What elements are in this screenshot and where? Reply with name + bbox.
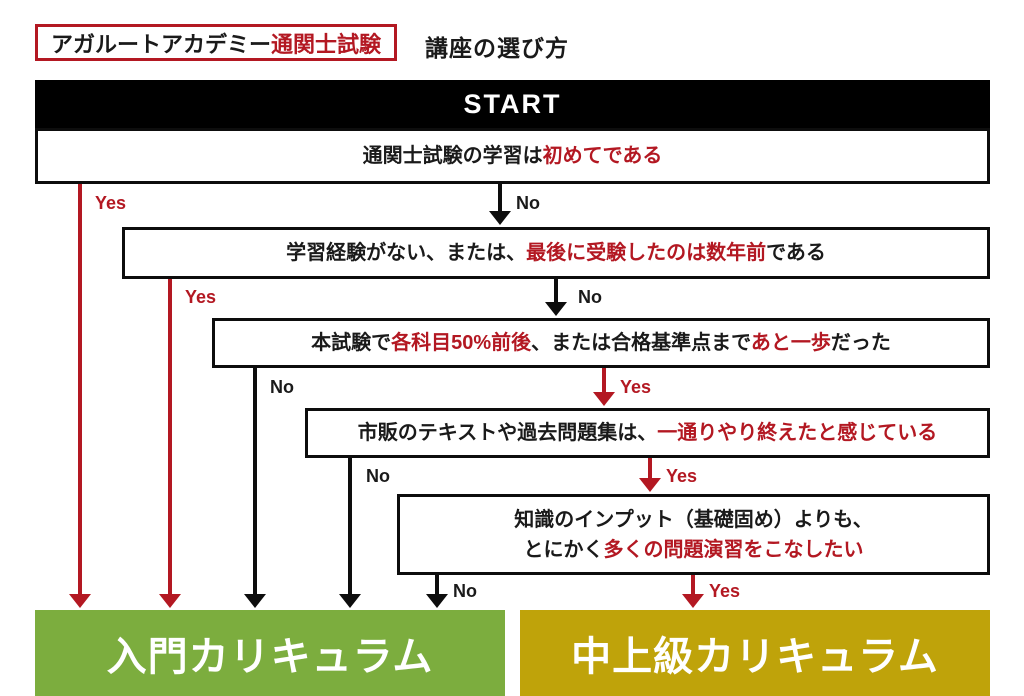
question-box-1: 通関士試験の学習は初めてである bbox=[35, 128, 990, 184]
question-4-text: 市販のテキストや過去問題集は、一通りやり終えたと感じている bbox=[357, 422, 938, 444]
q1-no-arrow bbox=[489, 184, 511, 225]
q4-no-arrow bbox=[339, 458, 361, 608]
q5-no-label: No bbox=[453, 581, 477, 601]
result-box-beginner: 入門カリキュラム bbox=[35, 610, 505, 696]
q2-no-arrow bbox=[545, 279, 567, 316]
result-beginner-label: 入門カリキュラム bbox=[106, 635, 434, 679]
start-label: START bbox=[463, 88, 562, 119]
start-box: START bbox=[35, 80, 990, 128]
q4-no-label: No bbox=[366, 466, 390, 486]
q5-yes-label: Yes bbox=[709, 581, 741, 601]
q2-no-label: No bbox=[578, 287, 602, 307]
q2-yes-label: Yes bbox=[185, 287, 217, 307]
q2-yes-arrow bbox=[159, 279, 181, 608]
brand-badge: アガルートアカデミー通関士試験 bbox=[35, 24, 397, 61]
result-advanced-label: 中上級カリキュラム bbox=[571, 635, 939, 679]
q3-no-arrow bbox=[244, 368, 266, 608]
brand-badge-text: アガルートアカデミー通関士試験 bbox=[50, 31, 382, 57]
q4-yes-label: Yes bbox=[666, 466, 698, 486]
q5-no-arrow bbox=[426, 575, 448, 608]
question-box-4: 市販のテキストや過去問題集は、一通りやり終えたと感じている bbox=[305, 408, 990, 458]
q3-yes-arrow bbox=[593, 368, 615, 406]
q3-yes-label: Yes bbox=[620, 377, 652, 397]
question-box-2: 学習経験がない、または、最後に受験したのは数年前である bbox=[122, 227, 990, 279]
question-1-text: 通関士試験の学習は初めてである bbox=[362, 145, 663, 167]
q1-yes-label: Yes bbox=[95, 193, 127, 213]
q5-yes-arrow bbox=[682, 575, 704, 608]
question-box-5: 知識のインプット（基礎固め）よりも、 とにかく多くの問題演習をこなしたい bbox=[397, 494, 990, 575]
question-5-text-line1: 知識のインプット（基礎固め）よりも、 bbox=[514, 508, 873, 531]
q4-yes-arrow bbox=[639, 458, 661, 492]
q1-yes-arrow bbox=[69, 184, 91, 608]
question-5-text-line2: とにかく多くの問題演習をこなしたい bbox=[523, 538, 864, 561]
q3-no-label: No bbox=[270, 377, 294, 397]
question-2-text: 学習経験がない、または、最後に受験したのは数年前である bbox=[286, 242, 826, 264]
q1-no-label: No bbox=[516, 193, 540, 213]
result-box-advanced: 中上級カリキュラム bbox=[520, 610, 990, 696]
page-title: 講座の選び方 bbox=[425, 35, 569, 61]
question-3-text: 本試験で各科目50%前後、または合格基準点まであと一歩だった bbox=[311, 332, 891, 354]
question-box-3: 本試験で各科目50%前後、または合格基準点まであと一歩だった bbox=[212, 318, 990, 368]
